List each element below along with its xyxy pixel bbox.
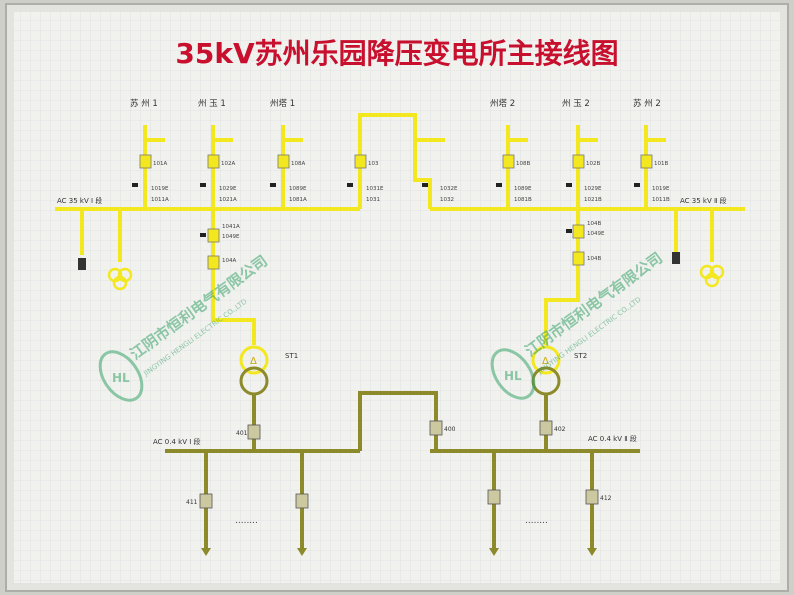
code-411: 411 [186,499,198,506]
feeder-right-1: 州塔 2 [490,98,515,109]
breaker-104B[interactable] [572,251,585,266]
code-401: 401 [236,430,248,437]
iso-code: 1011A [151,197,169,203]
feeder-left-3: 州塔 1 [270,98,295,109]
st2-label: ST2 [574,352,587,360]
code-102B: 102B [586,161,600,167]
earth-switch-marks [78,183,680,270]
lv-breakers [199,420,599,509]
lv-arrows [201,548,597,556]
feeder-left-2: 州 玉 1 [198,99,226,109]
code-400: 400 [444,426,456,433]
breaker-102B[interactable] [572,154,585,169]
hl-logo [490,348,536,400]
iso-code: 1032 [440,197,454,203]
breaker-103[interactable] [354,154,367,169]
earth-code: 1019E [151,186,169,192]
earth-code: 1029E [219,186,237,192]
board-title: 35kV苏州乐园降压变电所主接线图 [175,37,618,70]
breaker-lv-feeder[interactable] [295,493,309,509]
earth-code: 1031E [366,186,384,192]
ellipsis-left: ........ [235,516,258,526]
hl-logo-text: HL [504,369,522,383]
breaker-400[interactable] [429,420,443,436]
hv-breakers [139,154,653,270]
bus35-left-label: AC 35 kV Ⅰ 段 [57,196,102,205]
breaker-412[interactable] [585,489,599,505]
iso-code: 1081B [514,197,532,203]
hv-codes: 101A 102A 108A 103 108B 102B 101B 1019E … [151,161,670,264]
ellipsis-right: ........ [525,516,548,526]
bus04-labels: AC 0.4 kV Ⅰ 段 AC 0.4 kV Ⅱ 段 [153,434,637,446]
tx-code: 1041A [222,224,240,230]
iso-code: 1021A [219,197,237,203]
tx-code: 104B [587,221,601,227]
lv-codes: 401 400 402 411 412 [186,426,612,506]
breaker-411[interactable] [199,493,213,509]
feeder-left-1: 苏 州 1 [130,98,158,109]
iso-code: 1031 [366,197,380,203]
iso-code: 1021B [584,197,602,203]
delta-icon: Δ [250,356,257,367]
tx-code: 1049E [222,234,240,240]
breaker-lv-feeder[interactable] [487,489,501,505]
breaker-108A[interactable] [277,154,290,169]
earth-code: 1089E [289,186,307,192]
code-102A: 102A [221,161,235,167]
board-grid [14,12,780,583]
earth-code: 1089E [514,186,532,192]
iso-code: 1081A [289,197,307,203]
tx-code: 1049E [587,231,605,237]
breaker-1041A[interactable] [207,228,220,243]
hl-logo [98,350,144,402]
feeder-right-3: 苏 州 2 [633,98,661,109]
ellipsis: ........ ........ [235,516,548,526]
code-402: 402 [554,426,566,433]
code-101B: 101B [654,161,668,167]
hl-logo-text: HL [112,371,130,385]
iso-code: 1011B [652,197,670,203]
earth-code: 1032E [440,186,458,192]
feeder-names: 苏 州 1 州 玉 1 州塔 1 州塔 2 州 玉 2 苏 州 2 [130,98,661,109]
earth-code: 1019E [652,186,670,192]
code-103: 103 [368,161,379,167]
feeder-right-2: 州 玉 2 [562,99,590,109]
bus04-right-label: AC 0.4 kV Ⅱ 段 [588,434,637,443]
pt-symbols [107,264,725,291]
breaker-104B-top[interactable] [572,224,585,239]
breaker-101B[interactable] [640,154,653,169]
code-108B: 108B [516,161,530,167]
bus35-labels: AC 35 kV Ⅰ 段 AC 35 kV Ⅱ 段 [57,196,727,205]
breaker-102A[interactable] [207,154,220,169]
earth-code: 1029E [584,186,602,192]
breaker-402[interactable] [539,420,553,436]
code-412: 412 [600,495,612,502]
breaker-401[interactable] [247,424,261,440]
bus35-right-label: AC 35 kV Ⅱ 段 [680,196,727,205]
delta-icon: Δ [542,356,549,367]
breaker-104A[interactable] [207,255,220,270]
bus04-left-label: AC 0.4 kV Ⅰ 段 [153,437,201,446]
code-101A: 101A [153,161,167,167]
tx-code: 104A [222,258,236,264]
st1-label: ST1 [285,352,298,360]
breaker-108B[interactable] [502,154,515,169]
tx-code: 104B [587,256,601,262]
breaker-101A[interactable] [139,154,152,169]
code-108A: 108A [291,161,305,167]
